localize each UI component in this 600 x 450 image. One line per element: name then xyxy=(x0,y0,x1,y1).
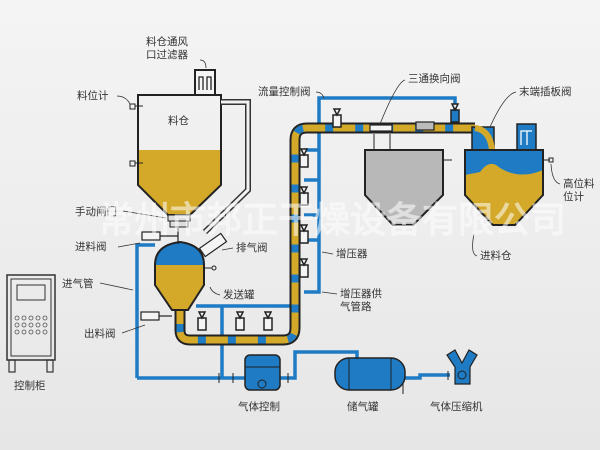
booster-valves xyxy=(197,103,460,331)
conveying-tank xyxy=(154,240,217,311)
watermark: 常州市邦正干燥设备有限公司 xyxy=(98,200,566,241)
air-compressor-icon xyxy=(446,349,478,385)
air-compressor-label: 气体压缩机 xyxy=(430,400,483,413)
conveying-tank-label: 发送罐 xyxy=(223,288,255,301)
bin-vent-filter-label-line1: 料仓通风 xyxy=(146,35,188,48)
booster-air-line-label-line2: 气管路 xyxy=(340,300,372,313)
air-receiver-label: 储气罐 xyxy=(347,400,379,413)
flow-control-valve-icon-2 xyxy=(450,103,460,123)
manual-gate-label: 手动闸门 xyxy=(75,205,117,218)
booster-valve-icon xyxy=(299,186,309,206)
booster-valve-icon xyxy=(235,311,245,331)
silo xyxy=(129,69,251,235)
gas-control-unit xyxy=(218,354,289,391)
booster-air-line-label-line1: 增压器供 xyxy=(340,287,382,300)
booster-label: 增压器 xyxy=(336,247,368,260)
inlet-valve-label: 进料阀 xyxy=(75,240,107,253)
high-level-gauge-label-line2: 位计 xyxy=(563,190,584,203)
air-inlet-pipe-label: 进气管 xyxy=(62,277,94,290)
discharge-valve-label: 出料阀 xyxy=(84,327,116,340)
booster-valve-icon xyxy=(299,148,309,168)
conveying-pipe xyxy=(174,122,475,346)
control-cabinet xyxy=(6,274,56,373)
receiving-bin xyxy=(464,123,554,226)
three-way-valve-label: 三通换向阀 xyxy=(408,72,461,85)
exhaust-valve-label: 排气阀 xyxy=(236,241,268,254)
exhaust-valve xyxy=(198,232,228,258)
end-gate-valve-label: 末端插板阀 xyxy=(519,85,572,98)
discharge-valve xyxy=(140,311,172,321)
control-cabinet-label: 控制柜 xyxy=(14,379,46,392)
booster-valve-icon xyxy=(263,311,273,331)
flow-control-valve-icon xyxy=(332,108,342,128)
booster-valve-icon xyxy=(299,258,309,278)
bin-vent-filter-label-line2: 口过滤器 xyxy=(146,48,188,61)
level-gauge-label: 料位计 xyxy=(77,89,109,102)
air-receiver-tank xyxy=(334,357,406,394)
gas-control-label: 气体控制 xyxy=(238,400,280,413)
flow-control-valve-label: 流量控制阀 xyxy=(258,85,311,98)
silo-label: 料仓 xyxy=(168,114,189,127)
booster-valve-icon xyxy=(197,311,207,331)
booster-valve-icon xyxy=(299,224,309,244)
receiving-bin-label: 进料仓 xyxy=(480,249,512,262)
grey-hopper xyxy=(364,121,452,226)
inlet-valve xyxy=(141,228,179,244)
high-level-gauge-label-line1: 高位料 xyxy=(563,177,595,190)
